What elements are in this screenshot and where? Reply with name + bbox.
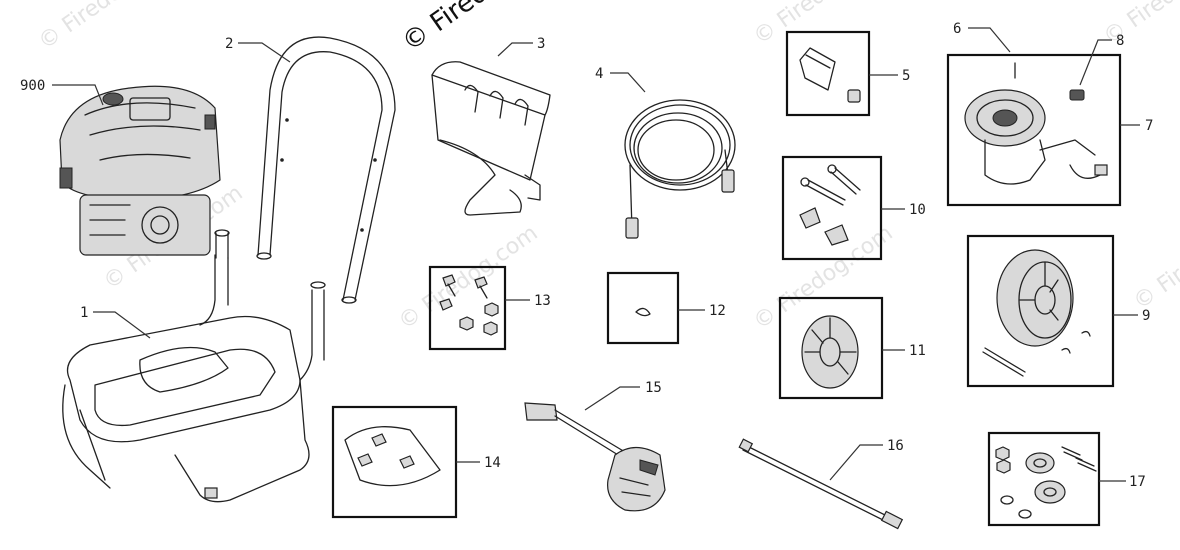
callout-900: 900 xyxy=(20,78,45,94)
watermark-1: © Firedog.com xyxy=(34,0,182,55)
part-17-kit[interactable] xyxy=(987,431,1101,527)
frame-base-part[interactable] xyxy=(62,229,326,503)
part-11-kit[interactable] xyxy=(778,296,884,400)
engine-part[interactable] xyxy=(59,85,221,256)
part-13-kit[interactable] xyxy=(428,265,507,351)
callout-10: 10 xyxy=(909,202,926,218)
callout-16: 16 xyxy=(887,438,904,454)
watermark-4: © Firedog.com xyxy=(749,0,897,50)
callout-7: 7 xyxy=(1145,118,1153,134)
callout-2: 2 xyxy=(225,36,233,52)
callout-1: 1 xyxy=(80,305,88,321)
callout-3: 3 xyxy=(537,36,545,52)
wheel-kit[interactable] xyxy=(966,234,1115,388)
callout-6: 6 xyxy=(953,21,961,37)
part-14-kit[interactable] xyxy=(331,405,458,519)
callout-13: 13 xyxy=(534,293,551,309)
copyright-watermark: © Firedo xyxy=(397,0,507,58)
callout-4: 4 xyxy=(595,66,603,82)
callout-9: 9 xyxy=(1142,308,1150,324)
spray-gun-part[interactable] xyxy=(524,402,666,512)
callout-12: 12 xyxy=(709,303,726,319)
watermark-7: © Firedog.com xyxy=(1129,201,1180,315)
hose-part[interactable] xyxy=(624,99,736,239)
callout-17: 17 xyxy=(1129,474,1146,490)
callout-14: 14 xyxy=(484,455,501,471)
gun-holder-part[interactable] xyxy=(431,61,551,216)
callout-5: 5 xyxy=(902,68,910,84)
part-5-kit[interactable] xyxy=(785,30,871,117)
handle-part[interactable] xyxy=(256,36,396,304)
part-12-kit[interactable] xyxy=(606,271,680,345)
callout-15: 15 xyxy=(645,380,662,396)
leader-lines xyxy=(52,27,1140,482)
callout-8: 8 xyxy=(1116,33,1124,49)
callout-11: 11 xyxy=(909,343,926,359)
watermark-6: © Firedog.com xyxy=(1099,0,1180,50)
pump-kit[interactable] xyxy=(946,53,1122,207)
part-10-kit[interactable] xyxy=(781,155,883,261)
callout-labels: 900 1 2 3 4 5 6 7 8 9 10 11 12 13 14 15 … xyxy=(20,21,1153,490)
wand-part[interactable] xyxy=(738,438,904,530)
